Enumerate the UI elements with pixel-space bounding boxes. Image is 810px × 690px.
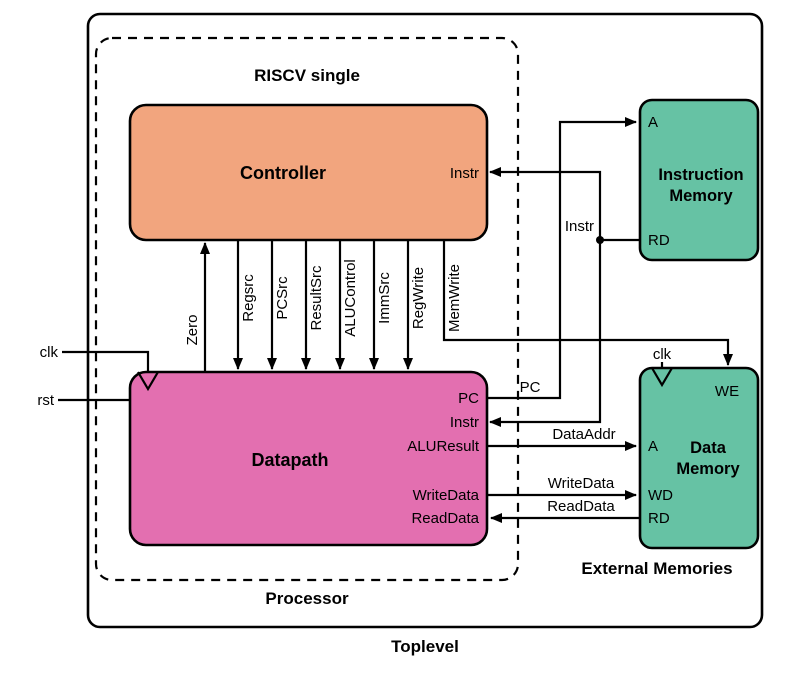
control-label-immsrc: ImmSrc xyxy=(376,272,393,324)
instr-wire-label: Instr xyxy=(565,218,594,235)
controller-pin-instr: Instr xyxy=(450,165,479,182)
processor-box xyxy=(94,36,520,582)
readdata-wire-label: ReadData xyxy=(547,498,615,515)
pc-wire-label: PC xyxy=(520,379,541,396)
control-label-pcsrc: PCSrc xyxy=(274,276,291,320)
controller-block xyxy=(128,103,489,242)
imem-pin-rd: RD xyxy=(648,232,670,249)
datapath-title: Datapath xyxy=(251,450,328,470)
data-memory-block xyxy=(638,366,760,550)
dataaddr-wire-label: DataAddr xyxy=(552,426,615,443)
instruction-memory-title-line1: Instruction xyxy=(658,166,743,184)
control-label-regwrite: RegWrite xyxy=(410,267,427,329)
control-label-resultsrc: ResultSrc xyxy=(308,265,325,331)
processor-label: Processor xyxy=(265,589,349,608)
wire-memwrite xyxy=(442,240,733,366)
dmem-pin-rd: RD xyxy=(648,510,670,527)
data-memory-title-line1: Data xyxy=(690,439,727,457)
controller-title: Controller xyxy=(240,163,326,183)
data-memory-clock-triangle-icon xyxy=(651,367,673,388)
processor-title: RISCV single xyxy=(254,66,360,85)
datapath-pin-pc: PC xyxy=(458,390,479,407)
datapath-block xyxy=(128,370,489,547)
dmem-clk-label: clk xyxy=(653,346,672,363)
data-memory-title-line2: Memory xyxy=(676,460,740,478)
datapath-pin-writedata: WriteData xyxy=(413,487,480,504)
writedata-wire-label: WriteData xyxy=(548,475,615,492)
dmem-pin-we: WE xyxy=(715,383,739,400)
wire-instr-to-datapath xyxy=(489,240,602,427)
control-label-alucontrol: ALUControl xyxy=(342,259,359,337)
wire-instr-to-controller xyxy=(489,167,602,240)
datapath-pin-aluresult: ALUResult xyxy=(407,438,480,455)
instr-junction-dot xyxy=(596,236,604,244)
dmem-pin-wd: WD xyxy=(648,487,673,504)
toplevel-box xyxy=(86,12,764,629)
wire-pc xyxy=(487,117,637,400)
toplevel-label: Toplevel xyxy=(391,637,459,656)
datapath-pin-instr: Instr xyxy=(450,414,479,431)
zero-label: Zero xyxy=(184,315,201,346)
control-label-memwrite: MemWrite xyxy=(446,264,463,332)
instruction-memory-block xyxy=(638,98,760,262)
datapath-clock-triangle-icon xyxy=(137,371,159,392)
external-memories-label: External Memories xyxy=(581,559,732,578)
datapath-pin-readdata: ReadData xyxy=(411,510,479,527)
control-label-regsrc: Regsrc xyxy=(240,274,257,322)
dmem-pin-a: A xyxy=(648,438,658,455)
clk-label: clk xyxy=(40,344,59,361)
instruction-memory-title-line2: Memory xyxy=(669,187,733,205)
wire-clk xyxy=(62,350,150,371)
imem-pin-a: A xyxy=(648,114,658,131)
rst-label: rst xyxy=(37,392,54,409)
